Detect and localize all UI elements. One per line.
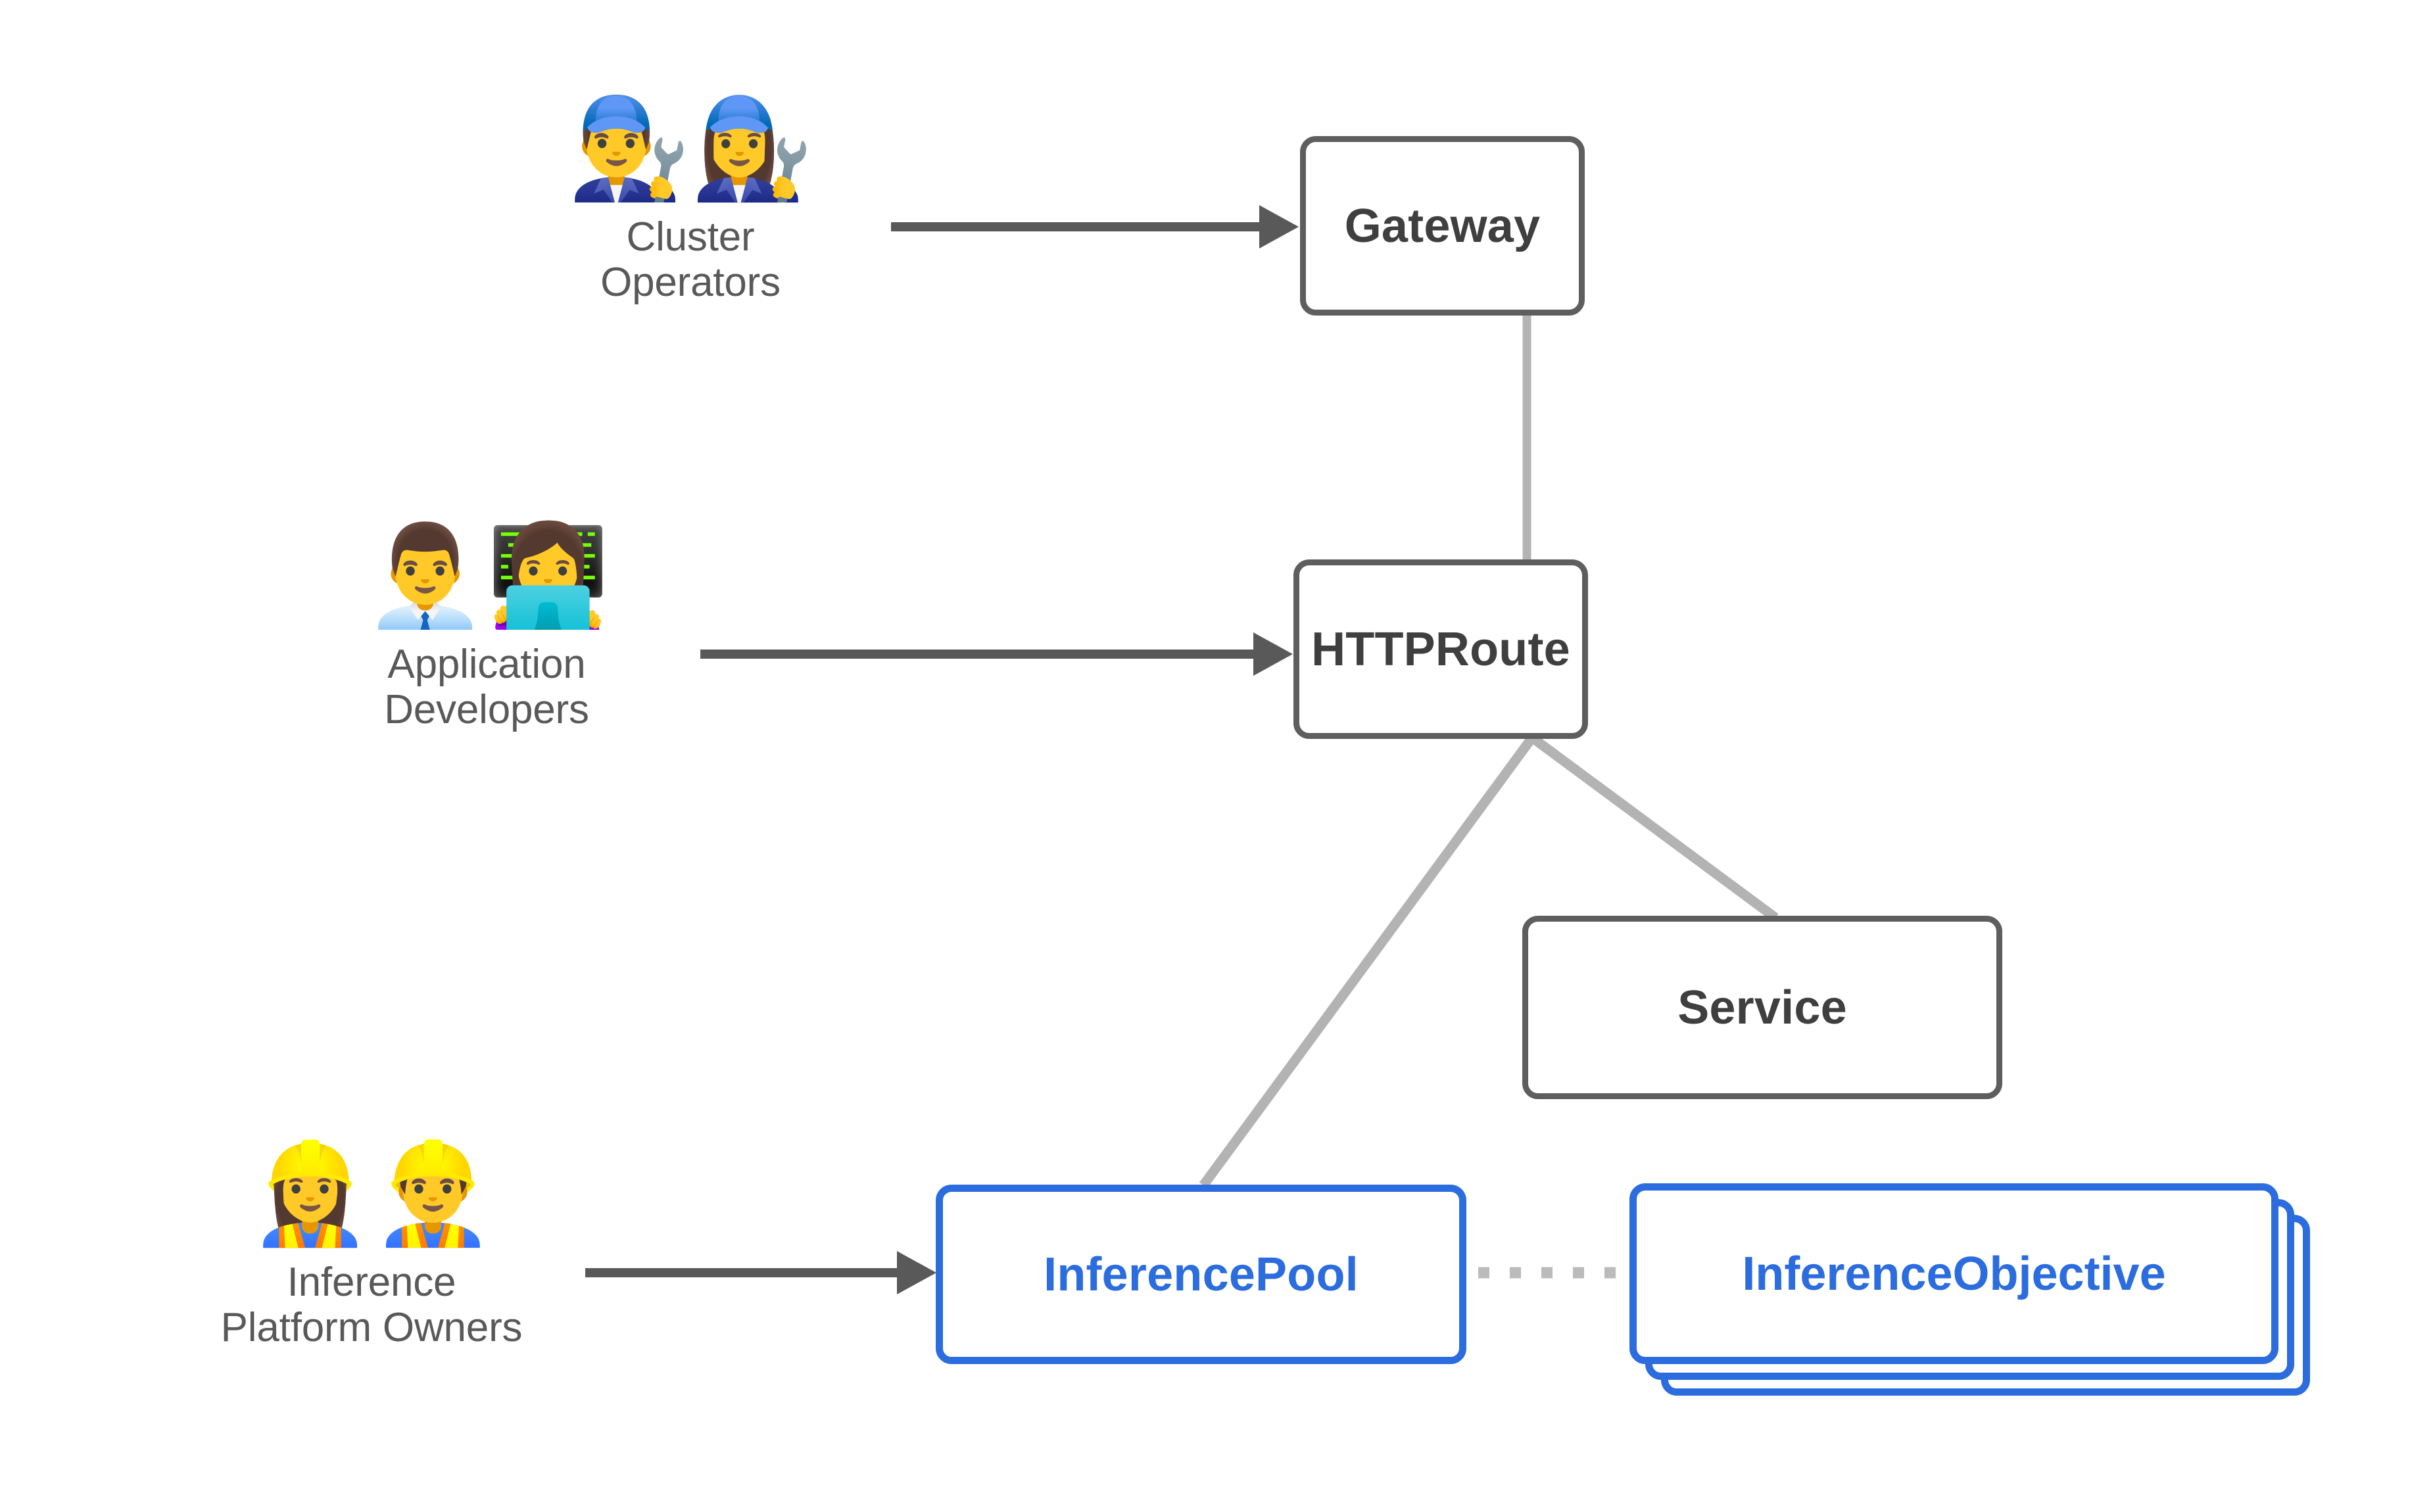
- man-office-worker-emoji: 👨‍💼: [364, 520, 487, 630]
- man-mechanic-emoji: 👨‍🔧: [567, 93, 690, 203]
- node-service[interactable]: Service: [1522, 916, 2002, 1099]
- application-developers-icons: 👨‍💼 👩‍💻: [364, 526, 610, 625]
- node-gateway[interactable]: Gateway: [1300, 136, 1585, 316]
- inference-platform-owners-label: Inference Platform Owners: [220, 1260, 523, 1351]
- node-httproute-label: HTTPRoute: [1311, 623, 1570, 676]
- node-inferenceobjective-label: InferenceObjective: [1742, 1247, 2166, 1300]
- persona-cluster-operators: 👨‍🔧 👩‍🔧 Cluster Operators: [519, 99, 861, 306]
- woman-mechanic-emoji: 👩‍🔧: [690, 93, 813, 203]
- node-service-label: Service: [1677, 981, 1847, 1034]
- arrow-operators-to-gateway: [891, 205, 1299, 248]
- node-inferencepool-label: InferencePool: [1044, 1248, 1359, 1301]
- arrow-developers-to-httproute: [700, 632, 1293, 676]
- cluster-operators-label: Cluster Operators: [600, 214, 781, 306]
- man-construction-worker-emoji: 👷‍♂️: [372, 1138, 494, 1248]
- arrow-owners-to-inferencepool: [585, 1251, 936, 1294]
- node-inferencepool[interactable]: InferencePool: [936, 1185, 1466, 1364]
- node-inferenceobjective-stack[interactable]: InferenceObjective: [1629, 1183, 2313, 1400]
- woman-technologist-emoji: 👩‍💻: [487, 520, 610, 630]
- inferenceobjective-card-front[interactable]: InferenceObjective: [1629, 1183, 2278, 1364]
- inference-platform-owners-icons: 👷‍♀️ 👷‍♂️: [249, 1144, 494, 1242]
- node-gateway-label: Gateway: [1344, 199, 1541, 252]
- link-httproute-to-inferencepool: [1199, 734, 1537, 1189]
- link-httproute-to-service: [1529, 733, 1779, 922]
- persona-inference-platform-owners: 👷‍♀️ 👷‍♂️ Inference Platform Owners: [145, 1144, 598, 1351]
- cluster-operators-icons: 👨‍🔧 👩‍🔧: [567, 99, 813, 197]
- woman-construction-worker-emoji: 👷‍♀️: [249, 1138, 372, 1248]
- node-httproute[interactable]: HTTPRoute: [1293, 559, 1588, 739]
- persona-application-developers: 👨‍💼 👩‍💻 Application Developers: [302, 526, 671, 733]
- application-developers-label: Application Developers: [384, 642, 589, 733]
